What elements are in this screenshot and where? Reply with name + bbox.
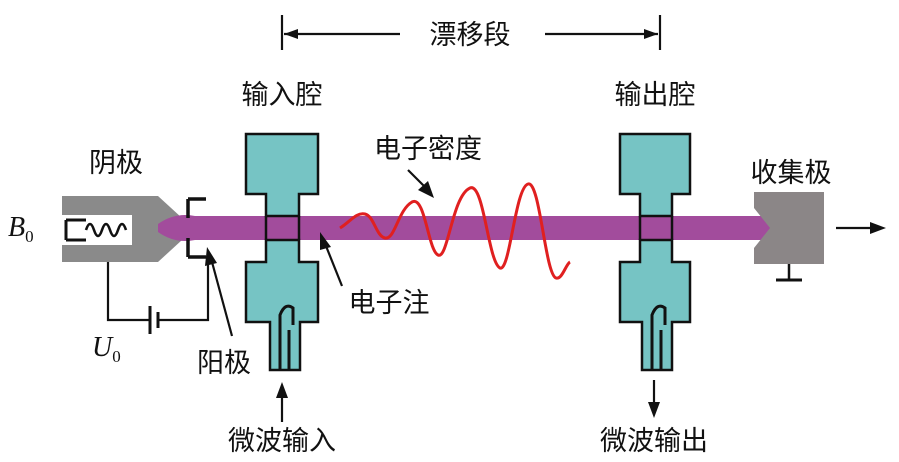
electron-beam-label: 电子注	[349, 288, 430, 319]
cathode-label: 阴极	[89, 148, 143, 179]
bias-circuit	[106, 262, 210, 334]
cathode	[62, 196, 182, 262]
output-cavity	[618, 132, 692, 372]
collector-output-arrow	[836, 222, 886, 234]
drift-section-label: 漂移段	[430, 20, 511, 51]
anode	[186, 197, 206, 259]
microwave-output-arrow	[648, 380, 660, 418]
input-cavity	[244, 132, 320, 372]
input-coupling-loop	[278, 304, 295, 370]
anode-pointer	[205, 247, 234, 337]
microwave-output-label: 微波输出	[600, 426, 708, 457]
microwave-input-arrow	[276, 382, 288, 422]
heater-leads	[64, 218, 86, 242]
electron-density-label: 电子密度	[374, 134, 482, 165]
output-coupling-loop	[650, 304, 667, 370]
output-cavity-label: 输出腔	[615, 80, 696, 111]
electron-density-pointer	[407, 169, 434, 198]
drift-span-indicator	[280, 15, 662, 50]
voltage-symbol: U0	[92, 332, 121, 366]
electron-density-wave	[339, 182, 571, 280]
heater-coil	[84, 222, 128, 238]
anode-label: 阳极	[197, 348, 251, 379]
electron-beam	[158, 215, 770, 241]
magnetic-field-symbol: B0	[8, 212, 34, 246]
collector	[754, 192, 824, 282]
input-cavity-label: 输入腔	[242, 80, 323, 111]
microwave-input-label: 微波输入	[228, 426, 336, 457]
electron-beam-pointer	[320, 232, 344, 287]
collector-label: 收集极	[751, 158, 832, 189]
